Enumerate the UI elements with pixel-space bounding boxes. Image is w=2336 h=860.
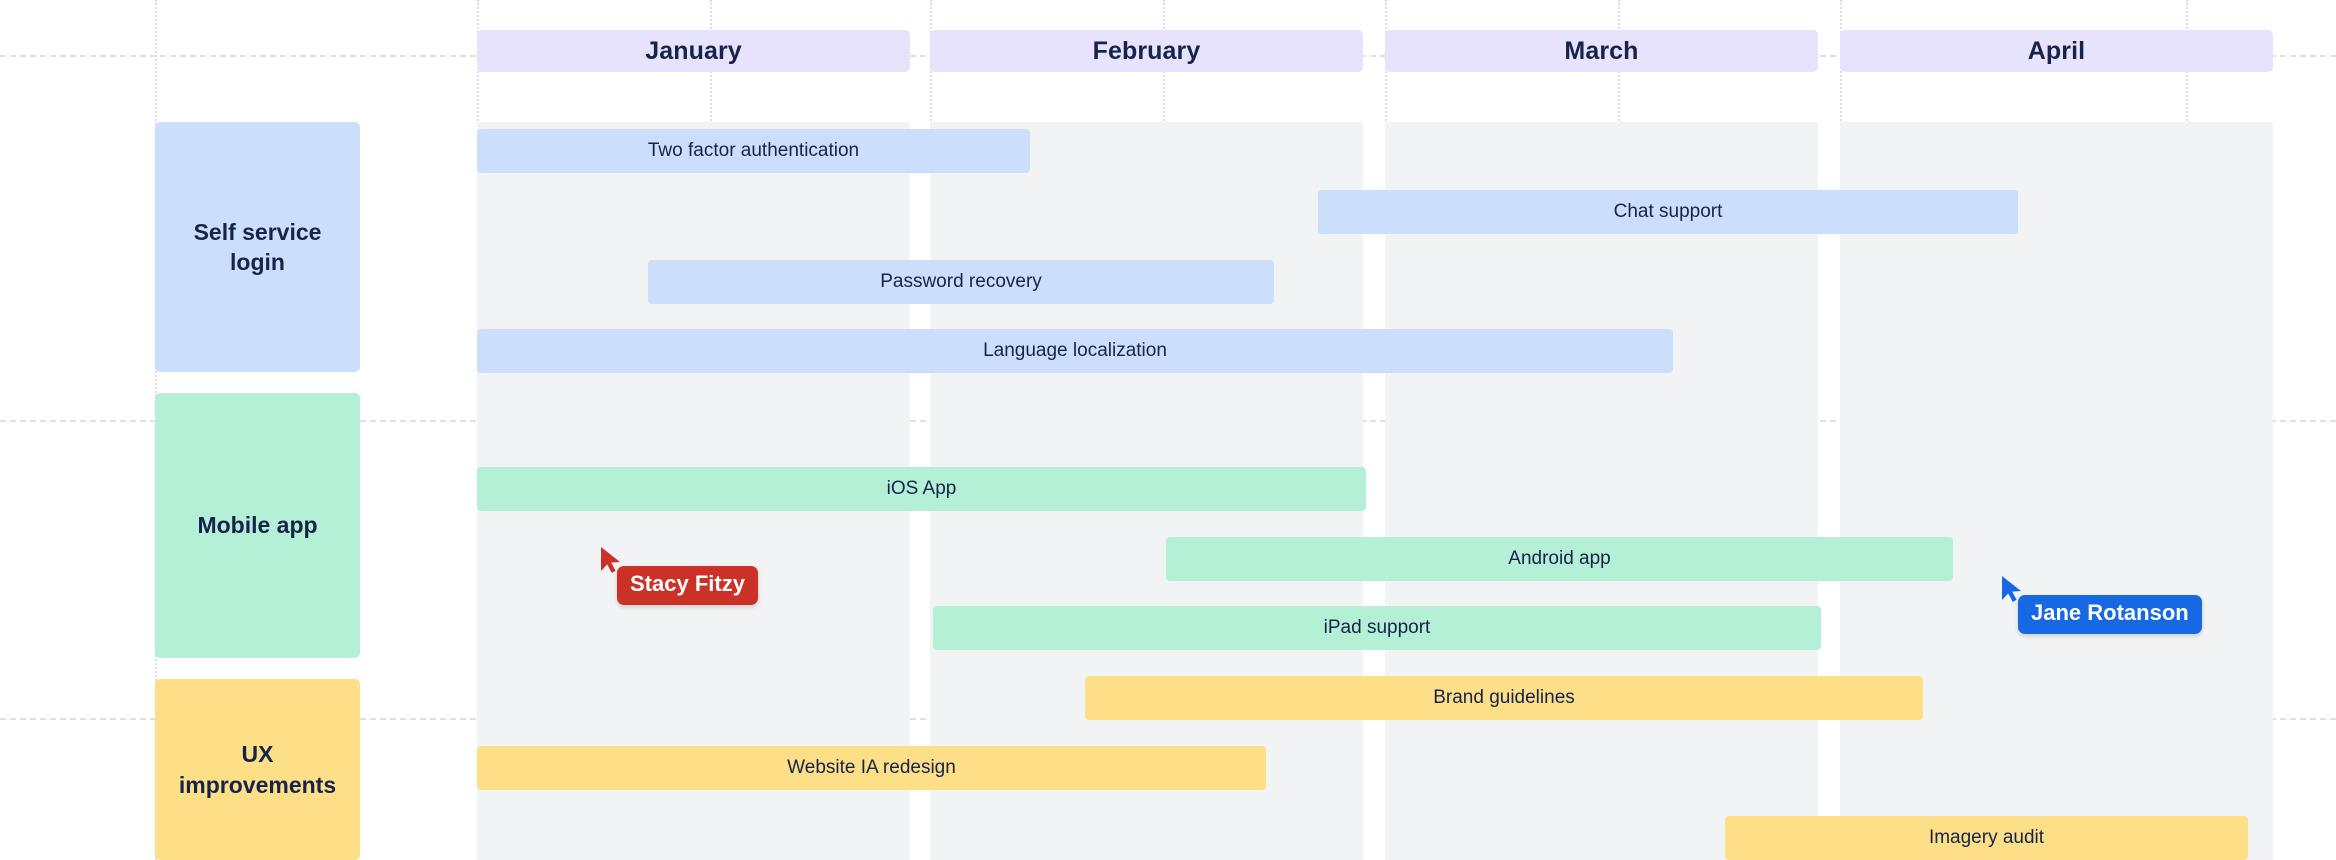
task-bar-label: Two factor authentication [647, 140, 860, 161]
task-bar[interactable]: Brand guidelines [1085, 676, 1923, 720]
collaborator-name-chip: Jane Rotanson [2018, 595, 2202, 634]
task-bar[interactable]: Password recovery [648, 260, 1274, 304]
month-header-march[interactable]: March [1385, 30, 1818, 72]
task-bar[interactable]: Language localization [477, 329, 1673, 373]
task-bar[interactable]: Android app [1166, 537, 1953, 581]
month-column-strip [1385, 122, 1818, 860]
group-label-mobile-app[interactable]: Mobile app [155, 393, 360, 658]
task-bar[interactable]: iOS App [477, 467, 1366, 511]
task-bar-label: iOS App [886, 478, 957, 499]
task-bar-label: Imagery audit [1928, 827, 2045, 848]
month-header-january[interactable]: January [477, 30, 910, 72]
task-bar-label: iPad support [1323, 617, 1431, 638]
collaborator-name-chip: Stacy Fitzy [617, 566, 758, 605]
task-bar-label: Password recovery [880, 271, 1042, 292]
task-bar-label: Chat support [1613, 201, 1723, 222]
group-label-text: Self service login [193, 218, 322, 275]
task-bar[interactable]: Two factor authentication [477, 129, 1030, 173]
month-header-april[interactable]: April [1840, 30, 2273, 72]
task-bar-label: Brand guidelines [1433, 687, 1575, 708]
task-bar[interactable]: iPad support [933, 606, 1821, 650]
month-header-label: January [645, 36, 742, 65]
task-bar[interactable]: Chat support [1318, 190, 2018, 234]
group-label-ux-improvements[interactable]: UX improvements [155, 679, 360, 860]
task-bar-label: Language localization [983, 340, 1167, 361]
month-column-strip [1840, 122, 2273, 860]
group-label-text: UX improvements [178, 741, 337, 798]
month-header-label: March [1564, 36, 1639, 65]
task-bar-label: Website IA redesign [787, 757, 956, 778]
task-bar-label: Android app [1508, 548, 1611, 569]
month-header-label: February [1092, 36, 1201, 65]
group-label-text: Mobile app [197, 512, 318, 539]
mouse-pointer-icon [601, 547, 620, 573]
task-bar[interactable]: Imagery audit [1725, 816, 2248, 860]
task-bar[interactable]: Website IA redesign [477, 746, 1266, 790]
month-header-label: April [2027, 36, 2086, 65]
mouse-pointer-icon [2002, 576, 2021, 602]
month-header-february[interactable]: February [930, 30, 1363, 72]
group-label-self-service-login[interactable]: Self service login [155, 122, 360, 372]
